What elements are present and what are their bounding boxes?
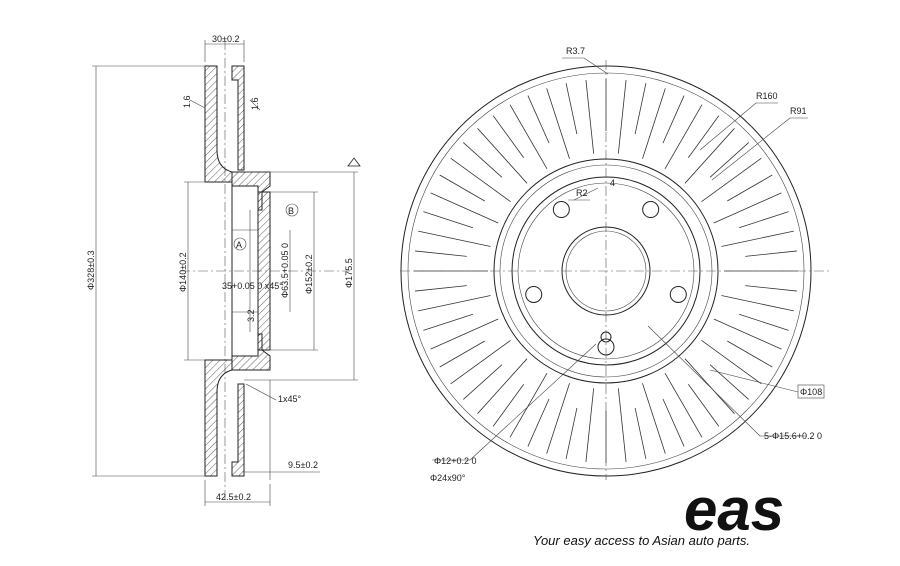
vane-line — [509, 372, 548, 438]
vane-line — [662, 95, 685, 144]
vane-line — [423, 211, 473, 229]
bolt-hole — [552, 201, 570, 219]
vane-line — [430, 318, 499, 350]
vane-line — [585, 80, 595, 154]
dim-four: 4 — [610, 178, 615, 188]
disc-section-lower-right — [231, 383, 245, 477]
vane-line — [687, 115, 720, 158]
vane-line — [739, 313, 789, 331]
vane-line — [701, 340, 762, 385]
disc-section-upper-left — [204, 65, 233, 183]
vane-line — [463, 142, 503, 178]
dim-r91: R91 — [790, 106, 807, 116]
vane-line — [634, 83, 647, 135]
vane-line — [664, 372, 703, 438]
vane-line — [662, 398, 685, 447]
vane-line — [423, 313, 473, 331]
vane-line — [492, 384, 525, 427]
vane-line — [477, 128, 528, 184]
dim-edge-chamfer: 1x45° — [278, 394, 302, 404]
vane-line — [739, 211, 789, 229]
dim-hub-diameter: Φ140±0.2 — [178, 252, 188, 292]
vane-line — [713, 318, 782, 350]
dim-slope-left: 1.6 — [182, 95, 192, 108]
vane-line — [477, 358, 528, 414]
vane-line — [527, 398, 550, 447]
dim-r37: R3.7 — [566, 46, 585, 56]
vane-line — [634, 407, 647, 459]
vane-line — [713, 192, 782, 224]
brand-tagline: Your easy access to Asian auto parts. — [533, 533, 750, 548]
vane-line — [492, 115, 525, 158]
vane-line — [684, 128, 735, 184]
dim-bore-diameter: Φ63.5+0.05 0 — [280, 243, 290, 298]
vane-line — [664, 104, 703, 170]
logo-text: eas — [684, 476, 784, 543]
vane-line — [463, 364, 503, 400]
vane-line — [565, 83, 578, 135]
vane-line — [701, 157, 762, 202]
dim-total-height: 42.5±0.2 — [216, 492, 251, 502]
vane-line — [642, 88, 666, 159]
dim-bolt-holes: 5-Φ15.6+0.2 0 — [764, 431, 822, 441]
vane-line — [727, 174, 773, 202]
dim-pcd-diameter: Φ152±0.2 — [304, 254, 314, 294]
vane-line — [565, 407, 578, 459]
vane-line — [546, 88, 570, 159]
vane-line — [745, 250, 797, 257]
vane-line — [585, 388, 595, 462]
hat-section-lower — [231, 333, 271, 371]
vane-line — [439, 340, 485, 368]
vane-line — [709, 364, 749, 400]
vane-line — [684, 358, 735, 414]
bolt-hole — [525, 285, 543, 303]
dim-hat-depth: 9.5±0.2 — [288, 460, 318, 470]
disc-section-lower-left — [204, 359, 233, 477]
vane-line — [721, 230, 794, 247]
dim-d24: Φ24x90° — [430, 473, 466, 483]
dim-runout: 3.2 — [246, 309, 256, 322]
hub-wall — [257, 191, 271, 351]
vane-line — [509, 104, 548, 170]
brand-logo: eas — [684, 476, 784, 543]
dim-d12: Φ12+0.2 0 — [434, 456, 476, 466]
vane-line — [415, 285, 467, 292]
dim-r2: R2 — [576, 188, 588, 198]
vane-line — [439, 174, 485, 202]
vane-line — [709, 142, 749, 178]
vane-line — [415, 250, 467, 257]
dim-hat-diameter: Φ175.5 — [344, 258, 354, 288]
dim-d108: Φ108 — [800, 387, 822, 397]
datum-a: A — [236, 240, 242, 250]
vane-line — [687, 384, 720, 427]
dim-outer-diameter: Φ328±0.3 — [86, 250, 96, 290]
dim-width-top: 30±0.2 — [212, 34, 239, 44]
vane-line — [527, 95, 550, 144]
vane-line — [617, 80, 627, 154]
front-view: R3.7 R160 R91 R2 4 Φ108 5-Φ15.6+0.2 0 Φ1… — [400, 46, 830, 483]
vane-line — [745, 285, 797, 292]
vane-line — [450, 157, 511, 202]
vane-line — [418, 295, 491, 312]
dim-bore-chamfer: 35+0.05 0 x45° — [222, 281, 283, 291]
vane-line — [450, 340, 511, 385]
vane-line — [617, 388, 627, 462]
vane-line — [642, 383, 666, 454]
dim-slope-right: 1.6 — [250, 97, 260, 110]
datum-b: B — [288, 206, 294, 216]
vane-line — [721, 295, 794, 312]
vane-line — [727, 340, 773, 368]
dim-r160: R160 — [756, 91, 778, 101]
vane-line — [430, 192, 499, 224]
bolt-hole — [669, 285, 687, 303]
vane-line — [418, 230, 491, 247]
vane-lines — [414, 79, 798, 463]
disc-section-upper-right — [231, 65, 245, 171]
bolt-hole — [642, 201, 660, 219]
section-view: 30±0.2 1.6 1.6 A B Φ328±0.3 Φ140±0.2 Φ63… — [86, 34, 361, 506]
vane-line — [546, 383, 570, 454]
